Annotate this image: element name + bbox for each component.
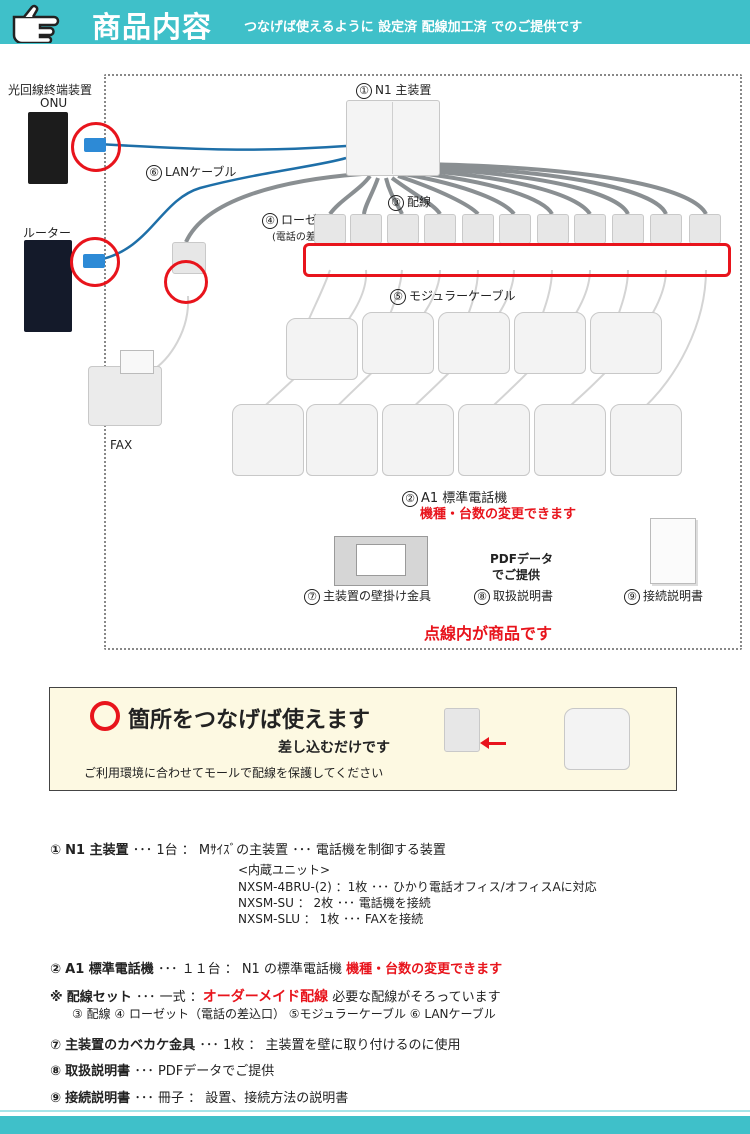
notice-note: ご利用環境に合わせてモールで配線を保護してください xyxy=(84,766,384,780)
wall-bracket-window xyxy=(356,544,406,576)
item-phone: ② A1 標準電話機 ･･･ １１台 ： N1 の標準電話機 機種・台数の変更で… xyxy=(50,962,503,977)
dotted-region-note: 点線内が商品です xyxy=(424,624,553,643)
pdf-label-line2: でご提供 xyxy=(492,568,541,582)
item-connection-manual: ⑨ 接続説明書 ･･･ 冊子 ： 設置、接続方法の説明書 xyxy=(50,1091,349,1106)
item-main-unit-sub3: NXSM-SLU ： 1枚 ･･･ FAXを接続 xyxy=(238,912,424,926)
fax-label: FAX xyxy=(110,438,133,452)
rosette xyxy=(499,214,531,244)
arrow-left-icon xyxy=(486,742,506,745)
fax-paper xyxy=(120,350,154,374)
router-label: ルーター xyxy=(23,226,72,240)
item-main-unit-sub1: NXSM-4BRU-(2) ：1枚 ･･･ ひかり電話オフィス/オフィスAに対応 xyxy=(238,880,597,894)
item-main-unit: ① N1 主装置 ･･･ 1台 ： Mｻｲｽﾞの主装置 ･･･ 電話機を制御する… xyxy=(50,843,446,858)
phone xyxy=(590,312,662,374)
lan-plug-icon xyxy=(83,254,105,268)
notice-rosette xyxy=(444,708,480,752)
rosette-connection-highlight xyxy=(303,243,731,277)
rosette xyxy=(462,214,494,244)
phone xyxy=(306,404,378,476)
item-wiring-set-sub: ③ 配線 ④ ローゼット（電話の差込口） ⑤モジュラーケーブル ⑥ LANケーブ… xyxy=(72,1007,496,1021)
rosette xyxy=(350,214,382,244)
onu-label-line2: ONU xyxy=(40,96,68,110)
onu-label-line1: 光回線終端装置 xyxy=(8,83,93,97)
phone-change-note: 機種・台数の変更できます xyxy=(420,507,577,522)
rosette xyxy=(314,214,346,244)
item-bracket: ⑦ 主装置のカベカケ金具 ･･･ 1枚 ： 主装置を壁に取り付けるのに使用 xyxy=(50,1038,461,1053)
item-main-unit-sub2: NXSM-SU ： 2枚 ･･･ 電話機を接続 xyxy=(238,896,431,910)
main-unit-divider xyxy=(392,102,393,174)
phone xyxy=(438,312,510,374)
phone xyxy=(362,312,434,374)
notice-title: 箇所をつなげば使えます xyxy=(128,708,371,733)
cable-diagram xyxy=(97,142,708,421)
notice-circle-icon xyxy=(90,701,120,731)
lan-plug-icon xyxy=(84,138,106,152)
item-wiring-set: ※ 配線セット ･･･ 一式 ：オーダーメイド配線 必要な配線がそろっています xyxy=(50,989,501,1005)
rosette xyxy=(574,214,606,244)
phone xyxy=(534,404,606,476)
router-device xyxy=(24,240,72,332)
notice-phone xyxy=(564,708,630,770)
product-region-border xyxy=(104,74,742,650)
arrow-head-icon xyxy=(480,737,489,749)
phone xyxy=(232,404,304,476)
rosette xyxy=(689,214,721,244)
connection-booklet xyxy=(650,518,696,584)
item-manual: ⑧ 取扱説明書 ･･･ PDFデータでご提供 xyxy=(50,1064,275,1079)
pdf-label-line1: PDFデータ xyxy=(490,552,553,566)
router-connection-circle xyxy=(70,237,120,287)
page-title: 商品内容 xyxy=(92,10,213,44)
footer-bar xyxy=(0,1116,750,1134)
rosette xyxy=(612,214,644,244)
header-bar xyxy=(0,0,750,44)
phone xyxy=(458,404,530,476)
phone xyxy=(286,318,358,380)
page-subtitle: つなげば使えるように 設定済 配線加工済 でのご提供です xyxy=(244,20,583,35)
phone xyxy=(514,312,586,374)
rosette xyxy=(387,214,419,244)
phone xyxy=(382,404,454,476)
notice-subtitle: 差し込むだけです xyxy=(278,740,390,756)
onu-connection-circle xyxy=(71,122,121,172)
rosette xyxy=(537,214,569,244)
footer-line xyxy=(0,1110,750,1112)
rosette xyxy=(650,214,682,244)
phone xyxy=(610,404,682,476)
fax-connection-circle xyxy=(164,260,208,304)
item-main-unit-sub0: <内蔵ユニット> xyxy=(238,863,331,877)
main-unit-device xyxy=(346,100,440,176)
rosette-sublabel: (電話の差込口) xyxy=(272,232,340,243)
pointing-hand-icon xyxy=(12,4,60,43)
rosette xyxy=(424,214,456,244)
fax-machine xyxy=(88,366,162,426)
onu-device xyxy=(28,112,68,184)
